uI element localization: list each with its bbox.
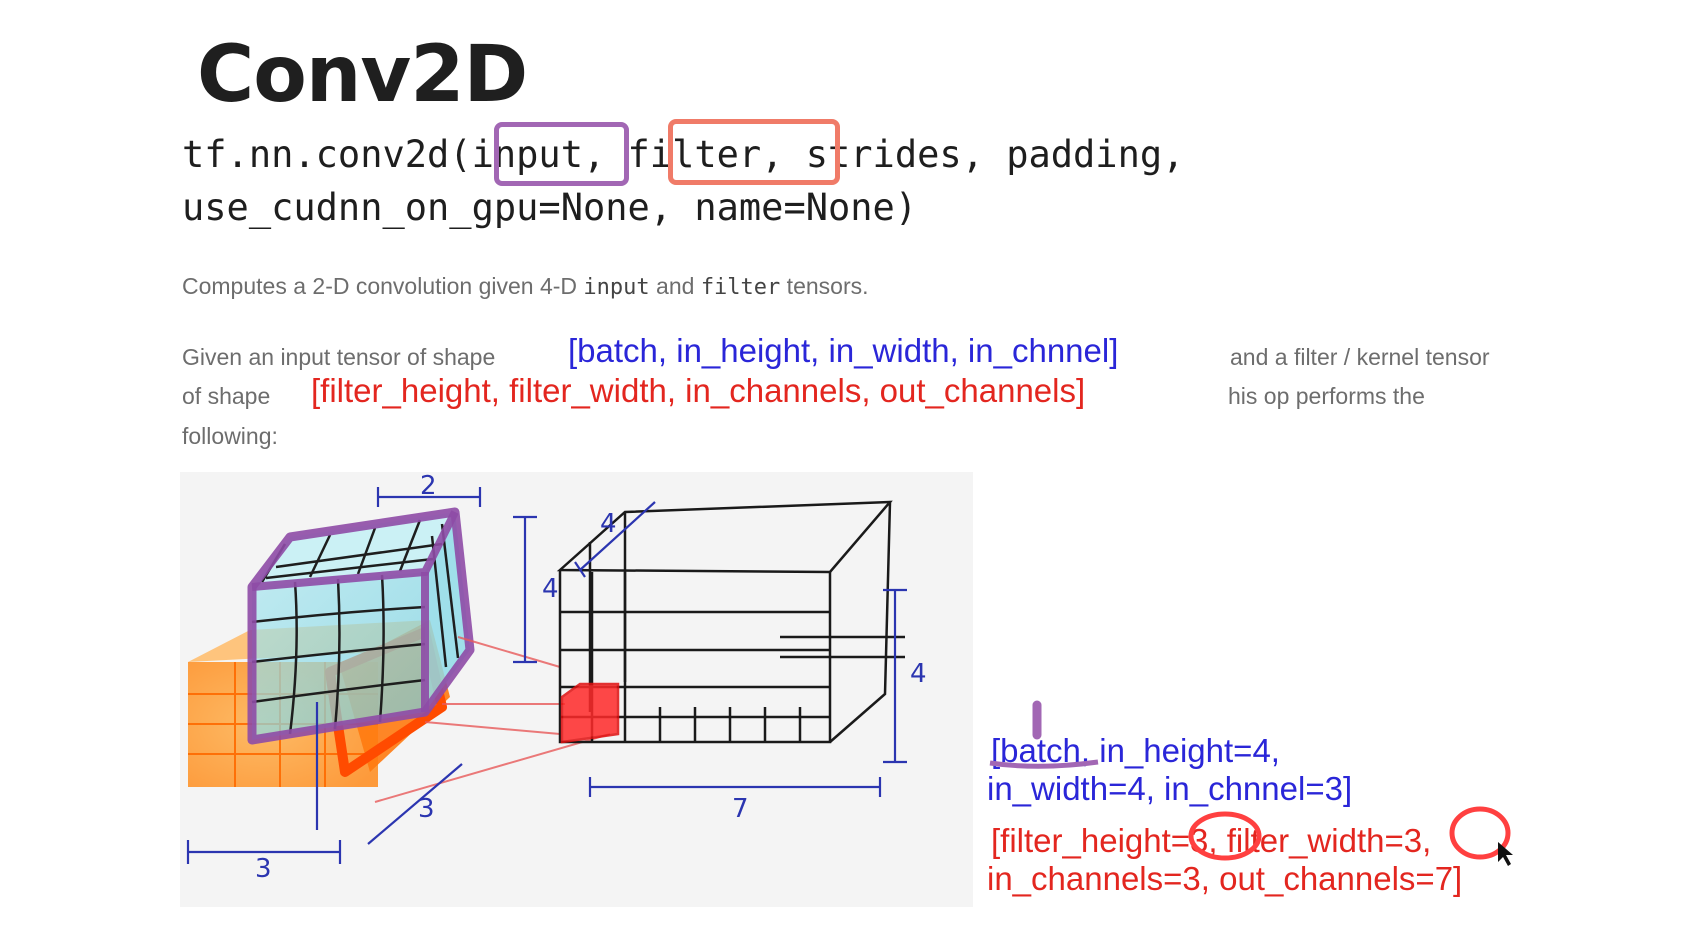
dim-height-label: 4 (542, 574, 559, 604)
paragraph-line2-end: his op performs the (1228, 383, 1425, 409)
description-code-filter: filter (700, 275, 781, 300)
paragraph-line1-start: Given an input tensor of shape (182, 344, 496, 370)
description-code-input: input (583, 275, 650, 300)
dim-right-label: 4 (910, 659, 927, 689)
filter-highlight-box (668, 119, 840, 185)
dim-output-width-label: 7 (732, 794, 749, 824)
description-post: tensors. (780, 273, 869, 299)
filter-shape-note-line2: in_channels=3, out_channels=7] (987, 860, 1463, 897)
cursor-icon (1498, 842, 1513, 866)
input-shape-annotation: [batch, in_height, in_width, in_chnnel] (568, 332, 1119, 369)
slide-title: Conv2D (197, 30, 528, 120)
dim-filter-width-label: 3 (255, 854, 272, 884)
signature-line-1: tf.nn.conv2d(input, filter, strides, pad… (182, 133, 1185, 176)
paragraph-line2-start: of shape (182, 383, 271, 409)
input-shape-note-line2: in_width=4, in_chnnel=3] (987, 770, 1353, 807)
input-highlight-box (494, 122, 629, 186)
input-block (247, 507, 475, 745)
output-block (556, 500, 905, 744)
dimension-arrows (186, 487, 907, 864)
filter-shape-annotation: [filter_height, filter_width, in_channel… (311, 372, 1086, 409)
description-pre: Computes a 2-D convolution given 4-D (182, 273, 584, 299)
dim-top-label: 2 (420, 472, 437, 501)
signature-line-2: use_cudnn_on_gpu=None, name=None) (182, 186, 918, 229)
input-shape-note-line1: [batch, in_height=4, (991, 732, 1280, 769)
dim-depth-label: 4 (600, 509, 617, 539)
paragraph-line3: following: (182, 423, 278, 449)
convolution-sketch-svg: 2 4 4 4 3 3 7 (186, 471, 927, 884)
dim-filter-depth-label: 3 (418, 794, 435, 824)
filter-shape-note-line1: [filter_height=3, filter_width=3, (991, 822, 1432, 859)
description: Computes a 2-D convolution given 4-D inp… (182, 273, 869, 300)
description-mid: and (649, 273, 701, 299)
convolution-sketch: 2 4 4 4 3 3 7 (180, 471, 973, 907)
paragraph-line1-end: and a filter / kernel tensor (1230, 344, 1490, 370)
filter-width-circle (1449, 806, 1511, 860)
